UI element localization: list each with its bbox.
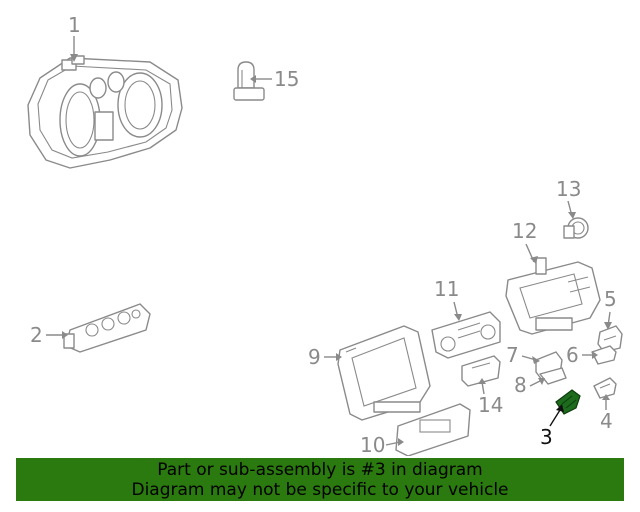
callout-3: 3	[540, 425, 553, 449]
arrowhead-6	[592, 351, 598, 359]
arrowhead-8	[538, 378, 545, 385]
callout-7: 7	[506, 343, 519, 367]
banner-line-2: Diagram may not be specific to your vehi…	[131, 480, 509, 500]
callout-2: 2	[30, 323, 43, 347]
part-2-switch-panel[interactable]	[63, 303, 151, 353]
part-1-instrument-cluster[interactable]	[27, 55, 183, 169]
part-12-bezel[interactable]	[505, 257, 601, 335]
arrowhead-2	[62, 331, 68, 339]
callout-1: 1	[68, 13, 81, 37]
part-4-switch[interactable]	[593, 377, 617, 399]
arrowhead-13	[568, 212, 576, 219]
part-8-switch[interactable]	[539, 367, 567, 385]
part-14-switch[interactable]	[461, 355, 501, 387]
part-6-switch[interactable]	[591, 345, 617, 365]
callout-10: 10	[360, 433, 385, 456]
callout-6: 6	[566, 343, 579, 367]
arrowhead-11	[454, 314, 462, 321]
arrowhead-1	[70, 54, 78, 62]
arrowhead-5	[604, 322, 612, 330]
arrowhead-3	[556, 404, 564, 412]
callout-8: 8	[514, 373, 527, 397]
callout-4: 4	[600, 409, 613, 433]
callout-9: 9	[308, 345, 321, 369]
banner-line-1: Part or sub-assembly is #3 in diagram	[157, 460, 483, 480]
arrowhead-15	[250, 75, 256, 83]
arrowhead-14	[478, 378, 486, 384]
callout-13: 13	[556, 177, 581, 201]
arrowhead-7	[532, 356, 540, 364]
callout-11: 11	[434, 277, 459, 301]
part-11-climate-control[interactable]	[431, 311, 501, 359]
part-9-display-screen[interactable]	[337, 325, 431, 421]
part-10-control-module[interactable]	[395, 403, 471, 456]
info-banner: Part or sub-assembly is #3 in diagram Di…	[16, 458, 624, 501]
callout-12: 12	[512, 219, 537, 243]
part-5-switch[interactable]	[597, 325, 623, 353]
arrowhead-12	[530, 256, 538, 264]
arrowhead-9	[336, 353, 342, 361]
part-15-bulb[interactable]	[233, 61, 265, 101]
parts-diagram: 1 15 2 13 12	[27, 13, 623, 456]
leader-line-10	[385, 441, 401, 446]
part-13-knob[interactable]	[563, 217, 589, 239]
callout-14: 14	[478, 393, 503, 417]
callout-5: 5	[604, 287, 617, 311]
arrowhead-4	[602, 394, 610, 400]
callout-15: 15	[274, 67, 299, 91]
leader-line-3	[549, 409, 561, 427]
arrowhead-10	[398, 438, 404, 446]
